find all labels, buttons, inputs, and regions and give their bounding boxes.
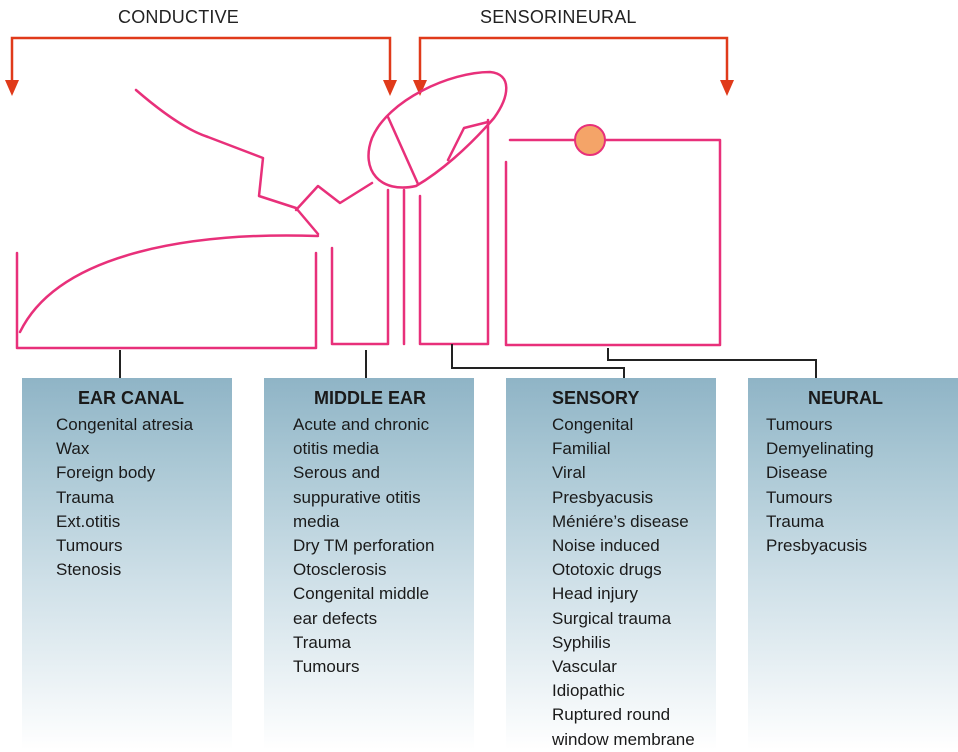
list-item: Tumours (766, 415, 833, 434)
cause-list: Acute and chronic otitis media Serous an… (264, 413, 474, 679)
list-item: Head injury (552, 584, 638, 604)
list-item: Dry TM perforation (293, 536, 435, 556)
panel-connectors (119, 344, 817, 378)
ear-schematic (5, 36, 817, 378)
list-item: media (293, 511, 340, 531)
list-item: Idiopathic (552, 681, 625, 701)
list-item: Tumours (56, 536, 123, 556)
sensorineural-label: SENSORINEURAL (480, 7, 637, 27)
list-item: ear defects (293, 608, 378, 628)
list-item: Trauma (766, 511, 824, 531)
ear-canal-outline (15, 88, 320, 350)
sensorineural-right-arrowhead (720, 80, 734, 96)
list-item: Foreign body (56, 463, 156, 483)
list-item: Familial (552, 439, 611, 459)
conductive-left-arrowhead (5, 80, 19, 96)
list-item: window membrane (552, 729, 695, 749)
list-item: Wax (56, 439, 90, 459)
list-item: Stenosis (56, 560, 122, 580)
list-item: Presbyacusis (766, 536, 868, 556)
ossicles-outline (367, 70, 508, 346)
list-item: Syphilis (552, 632, 611, 652)
list-item: Ruptured round (552, 705, 671, 725)
middle-ear-panel: MIDDLE EAR Acute and chronic otitis medi… (264, 378, 474, 750)
list-item: Méniére’s disease (552, 511, 689, 531)
list-item: Disease (766, 463, 828, 483)
panel-title: SENSORY (552, 388, 640, 408)
cochlea-outline (504, 138, 722, 347)
list-item: Presbyacusis (552, 487, 654, 507)
middle-ear-outline (294, 181, 390, 346)
sensorineural-left-arrowhead (413, 80, 427, 96)
round-window-marker (574, 124, 606, 156)
list-item: otitis media (293, 439, 379, 459)
list-item: Trauma (56, 487, 114, 507)
cause-list: Tumours Demyelinating Disease Tumours Tr… (748, 413, 958, 558)
list-item: Congenital (552, 415, 634, 434)
list-item: Congenital middle (293, 584, 430, 604)
sensory-panel: SENSORY Congenital Familial Viral Presby… (506, 378, 716, 750)
list-item: Ototoxic drugs (552, 560, 662, 580)
list-item: Tumours (293, 657, 360, 677)
list-item: Viral (552, 463, 586, 483)
panel-title: NEURAL (808, 388, 883, 408)
list-item: Surgical trauma (552, 608, 672, 628)
sensorineural-bracket (418, 36, 729, 80)
conductive-label: CONDUCTIVE (118, 7, 240, 27)
list-item: Trauma (293, 632, 351, 652)
list-item: Acute and chronic (293, 415, 430, 434)
ear-canal-panel: EAR CANAL Congenital atresia Wax Foreign… (22, 378, 232, 750)
neural-panel: NEURAL Tumours Demyelinating Disease Tum… (748, 378, 958, 750)
conductive-bracket (10, 36, 392, 80)
list-item: Otosclerosis (293, 560, 387, 580)
panel-title: MIDDLE EAR (314, 388, 426, 408)
list-item: Serous and (293, 463, 380, 483)
list-item: Demyelinating (766, 439, 874, 459)
list-item: Ext.otitis (56, 511, 121, 531)
conductive-right-arrowhead (383, 80, 397, 96)
cause-list: Congenital atresia Wax Foreign body Trau… (22, 413, 232, 582)
panel-title: EAR CANAL (78, 388, 184, 408)
list-item: suppurative otitis (293, 487, 421, 507)
list-item: Congenital atresia (56, 415, 194, 434)
list-item: Vascular (552, 657, 617, 677)
list-item: Tumours (766, 487, 833, 507)
cause-list: Congenital Familial Viral Presbyacusis M… (506, 413, 716, 752)
list-item: Noise induced (552, 536, 660, 556)
